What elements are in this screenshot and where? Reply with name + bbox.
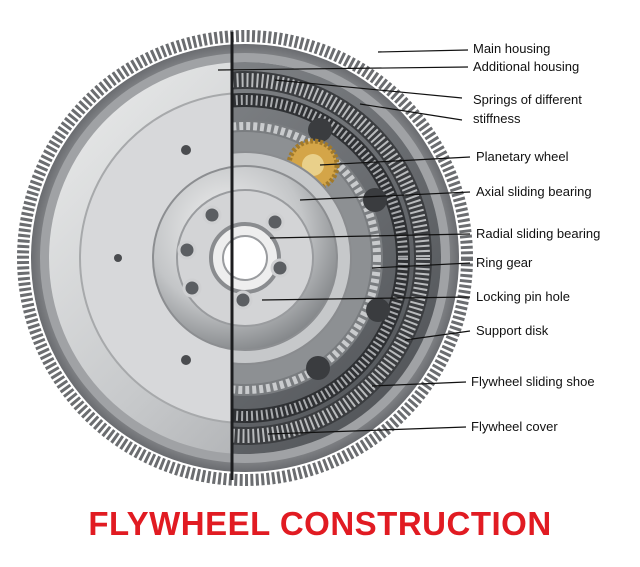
hub [152,165,338,351]
label-springs: Springs of different stiffness [473,92,582,126]
label-flywheel-cover: Flywheel cover [471,419,558,434]
label-axial-sliding-bearing: Axial sliding bearing [476,184,592,199]
label-flywheel-sliding-shoe: Flywheel sliding shoe [471,374,595,389]
label-planetary-wheel: Planetary wheel [476,149,569,164]
label-additional-housing: Additional housing [473,59,580,74]
label-locking-pin-hole: Locking pin hole [476,289,570,304]
label-main-housing: Main housing [473,41,551,56]
leader-lines [217,49,471,435]
label-support-disk: Support disk [476,323,549,338]
diagram-title: FLYWHEEL CONSTRUCTION [88,505,552,542]
cover-bolts [114,145,191,365]
label-radial-sliding-bearing: Radial sliding bearing [476,226,601,241]
label-ring-gear: Ring gear [476,255,533,270]
